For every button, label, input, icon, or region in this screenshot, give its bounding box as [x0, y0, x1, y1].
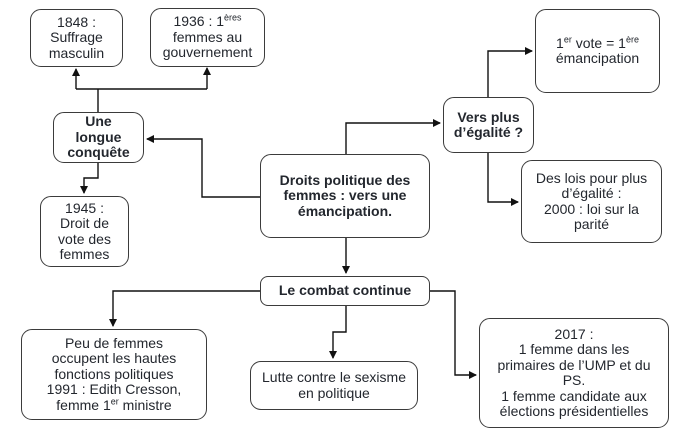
node-1848-suffrage-masculin: 1848 : Suffrage masculin [30, 9, 123, 67]
node-lutte-sexisme: Lutte contre le sexisme en politique [250, 361, 418, 410]
superscript: er [110, 396, 119, 407]
node-text-line: émancipation. [297, 202, 393, 219]
node-text-line: fonctions politiques [54, 365, 174, 382]
node-text-line: 1991 : Edith Cresson, [46, 381, 182, 398]
node-une-longue-conquete: Une longue conquête [53, 112, 144, 163]
node-premier-vote-emancipation: 1er vote = 1ère émancipation [535, 9, 660, 93]
node-text-line: primaires de l’UMP et du [497, 356, 651, 373]
superscript: ères [224, 12, 242, 23]
node-combat-continue: Le combat continue [260, 276, 430, 306]
node-text-line: Droits politique des [279, 171, 411, 188]
node-text-line: femme 1er ministre [56, 396, 172, 413]
node-text-line: occupent les hautes [51, 350, 177, 367]
node-text-line: longue [75, 128, 122, 145]
node-text-line: Suffrage [50, 29, 103, 46]
node-2017-primaires: 2017 : 1 femme dans les primaires de l’U… [479, 318, 669, 428]
node-text-line: PS. [562, 372, 586, 388]
arrow-egalite-to-premier-vote [487, 47, 533, 97]
node-central-droits-politiques: Droits politique des femmes : vers une é… [260, 154, 430, 238]
arrow-combat-to-peu-femmes [109, 290, 260, 327]
arrow-conquete-to-1945 [80, 163, 99, 194]
node-text-line: 1848 : [57, 13, 96, 30]
node-text-line: parité [573, 216, 610, 232]
node-text-line: d’égalité : [561, 185, 622, 201]
superscript: ère [625, 33, 639, 44]
node-vers-plus-egalite: Vers plus d’égalité ? [443, 97, 534, 153]
node-text-line: femmes [59, 246, 110, 262]
node-text-line: Lutte contre le sexisme [262, 369, 406, 385]
node-text-line: d’égalité ? [453, 124, 524, 140]
arrow-combat-to-2017 [430, 290, 477, 379]
node-text-line: vote des [58, 230, 111, 247]
arrow-central-to-conquete [146, 135, 260, 198]
node-text-line: Droit de [59, 215, 110, 231]
node-text-line: émancipation [555, 50, 640, 66]
node-text-line: 2000 : loi sur la [544, 200, 639, 217]
node-text-line: en politique [298, 384, 370, 401]
node-1936-femmes-gouvernement: 1936 : 1ères femmes au gouvernement [150, 8, 265, 67]
node-text-line: 1945 : [65, 199, 104, 216]
arrow-combat-to-sexisme [329, 306, 347, 359]
node-text-line: 1 femme candidate aux [501, 387, 647, 404]
node-text-line: femmes au [172, 28, 243, 45]
node-text-line: 1er vote = 1ère [556, 33, 639, 51]
node-text-line: 1 femme dans les [518, 341, 630, 357]
node-text-line: Le combat continue [278, 282, 412, 299]
node-text-line: gouvernement [162, 44, 253, 61]
node-text-line: élections présidentielles [499, 403, 649, 419]
node-text-line: Des lois pour plus [535, 169, 648, 186]
arrow-egalite-to-lois [487, 153, 519, 206]
node-1945-droit-de-vote: 1945 : Droit de vote des femmes [40, 196, 129, 267]
node-text-line: masculin [48, 44, 105, 61]
node-text-line: 2017 : [554, 325, 594, 342]
node-text-line: conquête [67, 144, 130, 161]
node-peu-de-femmes: Peu de femmes occupent les hautes foncti… [21, 329, 207, 420]
node-text-line: femmes : vers une [283, 187, 407, 204]
node-lois-parite: Des lois pour plus d’égalité : 2000 : lo… [521, 160, 662, 243]
arrow-central-to-egalite [345, 119, 441, 154]
node-text-line: Peu de femmes [64, 334, 164, 351]
node-text-line: 1936 : 1ères [173, 12, 242, 30]
node-text-line: Une [85, 113, 112, 130]
superscript: er [563, 33, 572, 44]
node-text-line: Vers plus [457, 108, 520, 125]
